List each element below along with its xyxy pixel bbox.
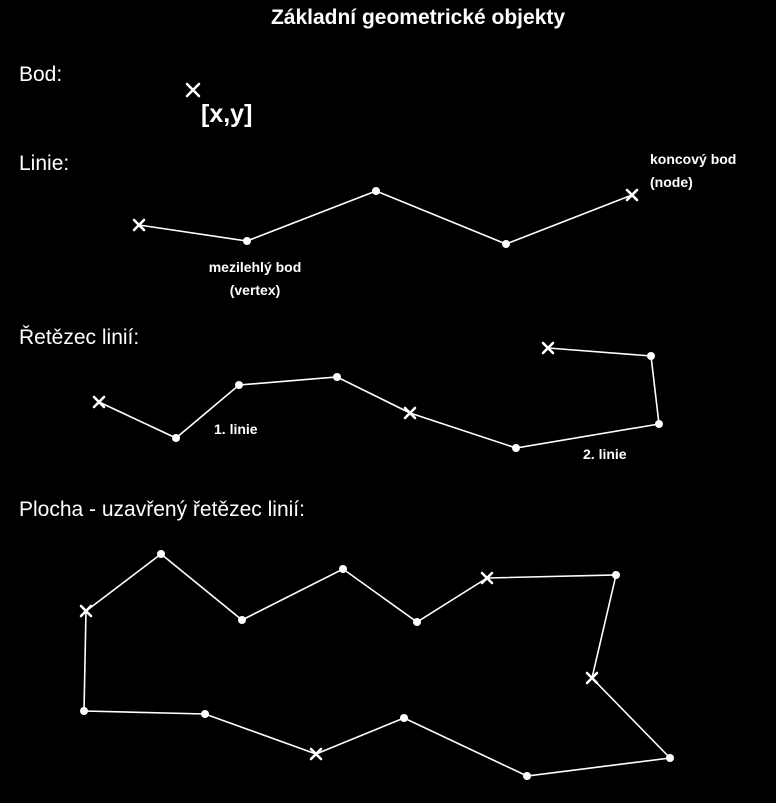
vertex-point: [413, 618, 421, 626]
vertex-point: [655, 420, 663, 428]
vertex-point: [157, 550, 165, 558]
vertex-point: [647, 352, 655, 360]
vertex-annotation-line1: mezilehlý bod: [208, 259, 302, 275]
section-label-polygon: Plocha - uzavřený řetězec linií:: [19, 498, 305, 521]
vertex-point: [400, 714, 408, 722]
point-coordinate-label: [x,y]: [201, 100, 253, 128]
vertex-point: [523, 772, 531, 780]
node-annotation-line2: (node): [650, 174, 693, 190]
node-annotation: koncový bod (node): [650, 148, 736, 194]
node-annotation-line1: koncový bod: [650, 151, 737, 167]
vertex-point: [80, 707, 88, 715]
vertex-point: [502, 240, 510, 248]
vertex-point: [172, 434, 180, 442]
vertex-point: [666, 754, 674, 762]
node-marker: [480, 571, 494, 585]
point-marker: [185, 82, 201, 98]
vertex-point: [512, 444, 520, 452]
vertex-point: [612, 571, 620, 579]
chain-line-1: [98, 376, 411, 439]
node-marker: [541, 341, 555, 355]
vertex-point: [235, 381, 243, 389]
section-label-line: Linie:: [19, 152, 70, 175]
chain-line-2: [409, 347, 660, 449]
vertex-point: [339, 565, 347, 573]
polygon-outline: [83, 552, 672, 777]
section-label-point: Bod:: [19, 63, 63, 86]
vertex-point: [243, 237, 251, 245]
section-label-chain: Řetězec linií:: [19, 326, 140, 349]
diagram-title: Základní geometrické objekty: [270, 6, 566, 29]
node-marker: [585, 671, 599, 685]
node-marker: [132, 218, 146, 232]
line-example: [138, 190, 633, 245]
vertex-point: [372, 187, 380, 195]
vertex-point: [333, 373, 341, 381]
chain-label-2: 2. linie: [583, 446, 627, 462]
node-marker: [79, 604, 93, 618]
vertex-point: [201, 710, 209, 718]
node-marker: [403, 406, 417, 420]
node-marker: [625, 188, 639, 202]
node-marker: [309, 747, 323, 761]
vertex-point: [238, 616, 246, 624]
vertex-annotation-line2: (vertex): [229, 282, 281, 298]
node-marker: [92, 395, 106, 409]
chain-label-1: 1. linie: [214, 421, 258, 437]
vertex-annotation: mezilehlý bod (vertex): [195, 256, 315, 302]
